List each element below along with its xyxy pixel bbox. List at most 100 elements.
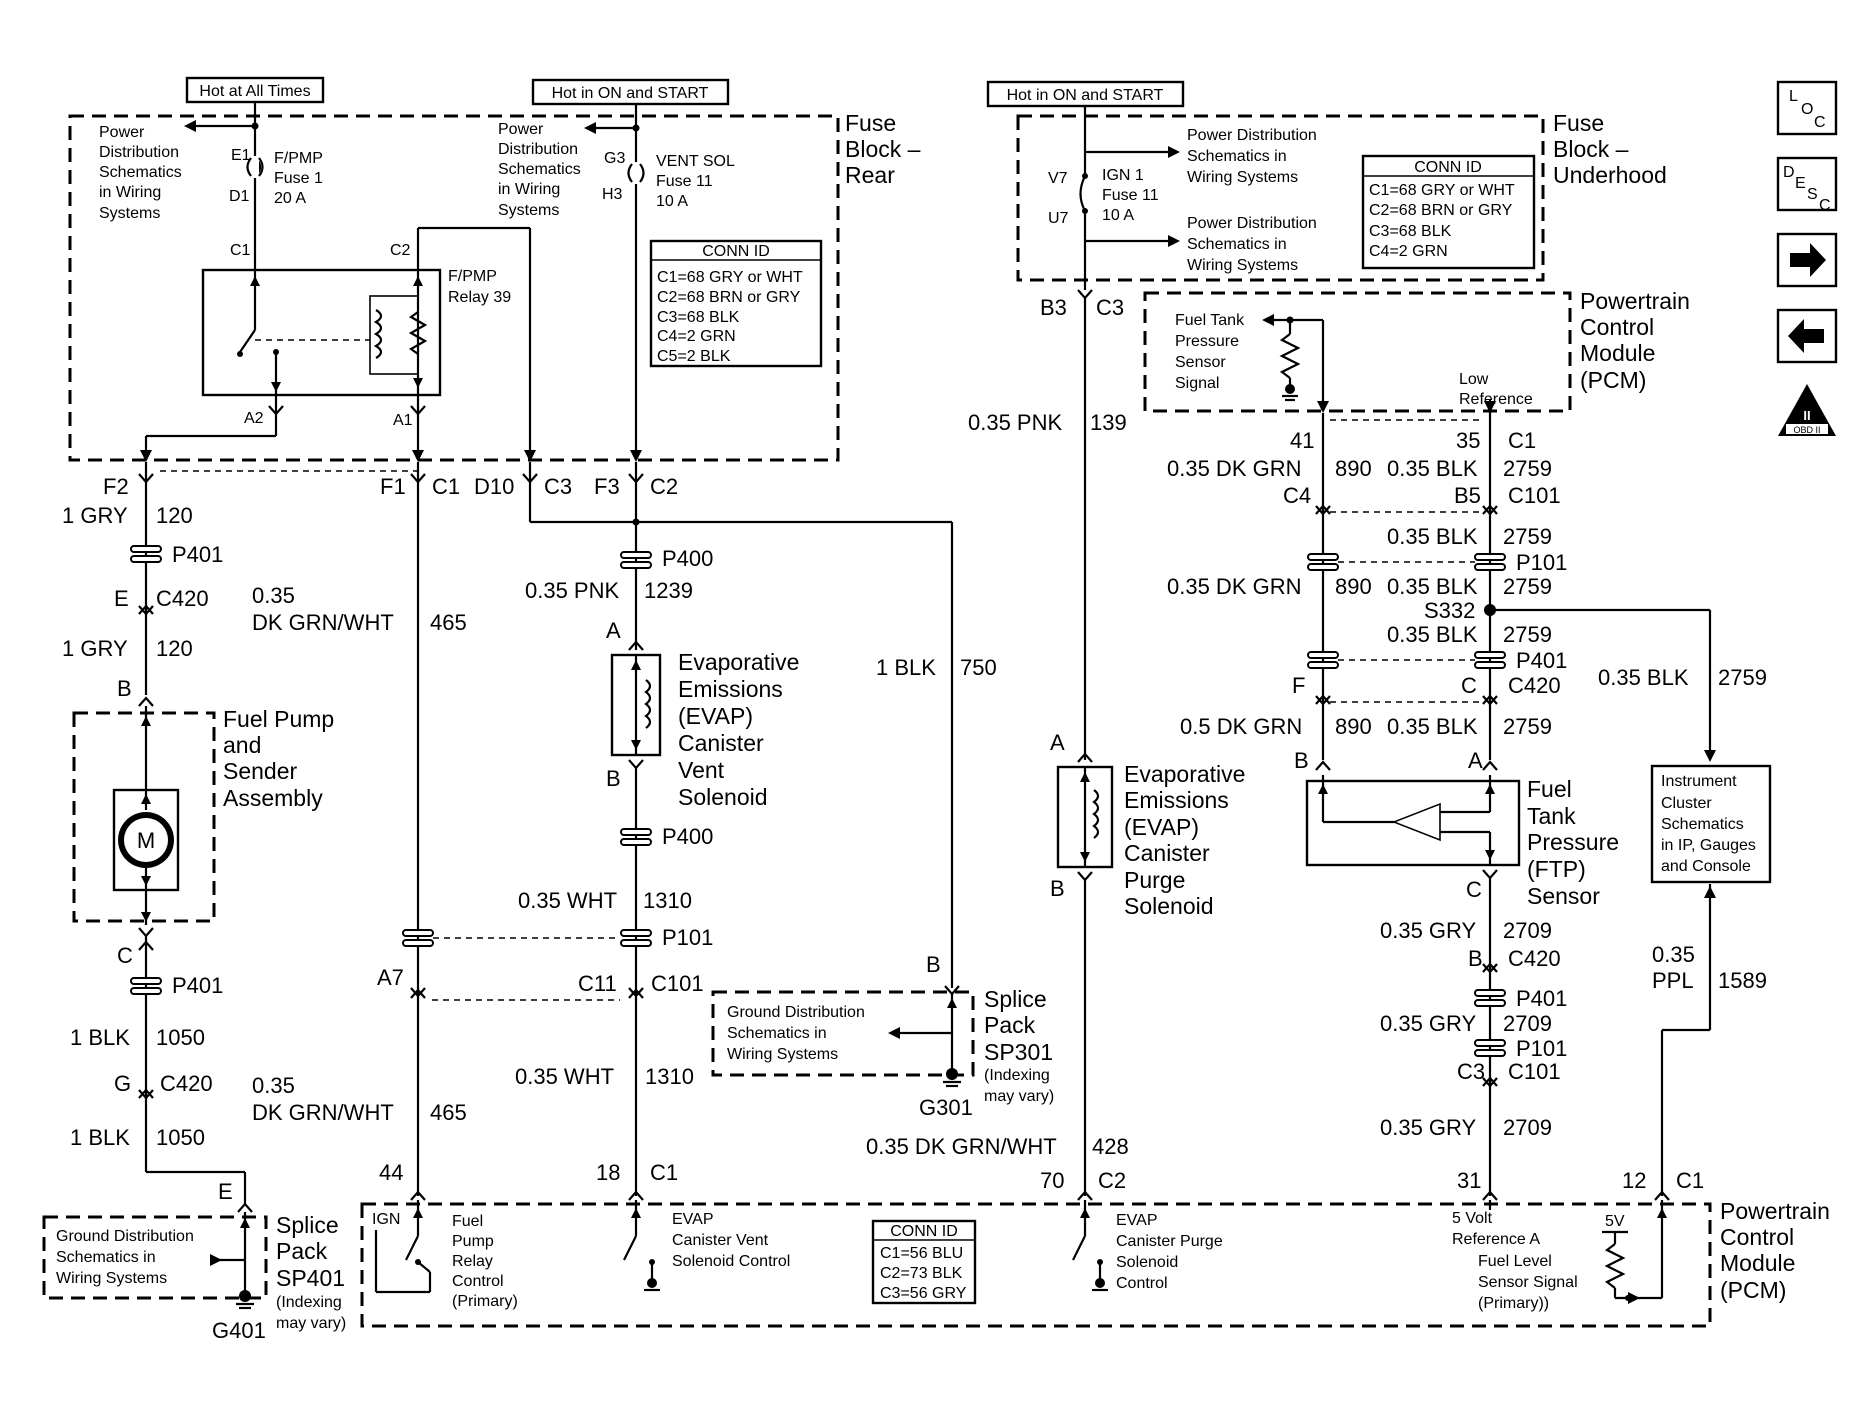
svg-text:SP301: SP301: [984, 1039, 1053, 1065]
svg-text:20 A: 20 A: [274, 190, 306, 207]
svg-text:EVAP: EVAP: [672, 1211, 714, 1228]
svg-text:Fuel Pump: Fuel Pump: [223, 706, 334, 732]
svg-text:P401: P401: [172, 973, 223, 998]
svg-text:Control: Control: [1580, 314, 1654, 340]
svg-text:Fuel Tank: Fuel Tank: [1175, 312, 1245, 329]
svg-text:Rear: Rear: [845, 162, 895, 188]
svg-text:Pressure: Pressure: [1527, 829, 1619, 855]
forward-button[interactable]: [1776, 232, 1838, 288]
svg-text:(EVAP): (EVAP): [678, 703, 753, 729]
sp401-title: Splice Pack SP401: [276, 1212, 345, 1291]
svg-text:Power: Power: [498, 121, 544, 138]
svg-text:IGN: IGN: [372, 1211, 400, 1228]
pcm-bottom-title: Powertrain Control Module (PCM): [1720, 1198, 1830, 1303]
svg-text:P400: P400: [662, 546, 713, 571]
sp301-dist-label: Ground Distribution Schematics in Wiring…: [727, 1004, 865, 1063]
svg-text:2709: 2709: [1503, 1115, 1552, 1140]
fuel-tank-signal-label: Fuel Tank Pressure Sensor Signal: [1175, 312, 1245, 392]
desc-button[interactable]: D E S C: [1776, 156, 1838, 214]
svg-text:31: 31: [1457, 1168, 1481, 1193]
vent-ctrl-label: EVAP Canister Vent Solenoid Control: [672, 1211, 790, 1270]
svg-text:Splice: Splice: [276, 1212, 339, 1238]
pull-up-resistor-icon: [1279, 333, 1301, 379]
fuel-pump-relay-ctrl-label: Fuel Pump Relay Control (Primary): [452, 1213, 518, 1310]
svg-text:Tank: Tank: [1527, 803, 1576, 829]
svg-text:0.35 PNK: 0.35 PNK: [968, 410, 1062, 435]
obd-ii-icon: II OBD II: [1778, 384, 1836, 436]
instrument-cluster-box: [1650, 764, 1772, 884]
evap-vent-label: Evaporative Emissions (EVAP) Canister Ve…: [678, 649, 799, 810]
svg-text:G301: G301: [919, 1095, 973, 1120]
svg-text:Evaporative: Evaporative: [678, 649, 799, 675]
svg-text:1310: 1310: [643, 888, 692, 913]
svg-text:Canister: Canister: [1124, 840, 1210, 866]
hot-on-start-label-2: Hot in ON and START: [1007, 87, 1164, 104]
svg-text:750: 750: [960, 655, 997, 680]
svg-text:C2=68 BRN or GRY: C2=68 BRN or GRY: [657, 289, 801, 306]
svg-text:P401: P401: [1516, 986, 1567, 1011]
svg-text:A7: A7: [377, 965, 404, 990]
svg-text:890: 890: [1335, 456, 1372, 481]
svg-text:Ground Distribution: Ground Distribution: [56, 1228, 194, 1245]
svg-text:Systems: Systems: [498, 202, 559, 219]
svg-text:Vent: Vent: [678, 757, 725, 783]
svg-text:Power Distribution: Power Distribution: [1187, 127, 1317, 144]
svg-text:F/PMP: F/PMP: [274, 150, 323, 167]
svg-text:C2=73 BLK: C2=73 BLK: [880, 1265, 963, 1282]
svg-text:Solenoid: Solenoid: [1124, 893, 1214, 919]
svg-text:B5: B5: [1454, 483, 1481, 508]
svg-text:D: D: [1783, 164, 1795, 181]
svg-text:Canister: Canister: [678, 730, 764, 756]
svg-text:IGN 1: IGN 1: [1102, 167, 1144, 184]
svg-text:Sensor: Sensor: [1527, 883, 1600, 909]
svg-text:and Console: and Console: [1661, 858, 1751, 875]
svg-text:C1=56 BLU: C1=56 BLU: [880, 1245, 963, 1262]
rear-conn-id-box: [649, 239, 823, 368]
svg-text:5 Volt: 5 Volt: [1452, 1210, 1493, 1227]
svg-text:C101: C101: [1508, 1059, 1561, 1084]
svg-text:C5=2 BLK: C5=2 BLK: [657, 348, 731, 365]
svg-text:44: 44: [379, 1160, 403, 1185]
hot-on-start-box-1: [531, 78, 730, 106]
fpmp-relay-box: [201, 268, 442, 397]
back-button[interactable]: [1776, 308, 1838, 364]
power-dist-text-2: Power Distribution Schematics in Wiring …: [498, 121, 581, 219]
relay-coil-icon: [373, 309, 383, 359]
loc-button[interactable]: L O C: [1776, 80, 1838, 136]
svg-text:H3: H3: [602, 186, 623, 203]
svg-text:(Indexing: (Indexing: [276, 1294, 342, 1311]
ftp-amplifier-icon: [1391, 802, 1441, 842]
p101-connector-3: [1307, 553, 1506, 571]
svg-text:C4: C4: [1283, 483, 1311, 508]
back-arrow-icon: [1788, 319, 1824, 353]
svg-text:in Wiring: in Wiring: [99, 184, 161, 201]
svg-text:Distribution: Distribution: [498, 141, 578, 158]
svg-text:P401: P401: [172, 542, 223, 567]
svg-text:may vary): may vary): [276, 1315, 346, 1332]
svg-text:C420: C420: [1508, 673, 1561, 698]
svg-text:C101: C101: [651, 971, 704, 996]
svg-text:Powertrain: Powertrain: [1580, 288, 1690, 314]
svg-text:1050: 1050: [156, 1025, 205, 1050]
svg-text:CONN ID: CONN ID: [702, 243, 770, 260]
purge-ctrl-switch-icon: [1072, 1235, 1086, 1261]
svg-text:C420: C420: [160, 1071, 213, 1096]
svg-text:Distribution: Distribution: [99, 144, 179, 161]
svg-text:0.35 BLK: 0.35 BLK: [1387, 456, 1478, 481]
svg-text:0.35 DK GRN: 0.35 DK GRN: [1167, 456, 1302, 481]
svg-text:Schematics: Schematics: [99, 164, 182, 181]
svg-text:Control: Control: [1720, 1224, 1794, 1250]
svg-text:18: 18: [596, 1160, 620, 1185]
svg-text:465: 465: [430, 610, 467, 635]
svg-text:Signal: Signal: [1175, 375, 1219, 392]
svg-text:(PCM): (PCM): [1580, 367, 1646, 393]
svg-text:Pump: Pump: [452, 1233, 494, 1250]
svg-text:2759: 2759: [1503, 574, 1552, 599]
svg-text:C11: C11: [578, 971, 617, 996]
svg-text:Ground Distribution: Ground Distribution: [727, 1004, 865, 1021]
sp301-note: (Indexing may vary): [984, 1067, 1054, 1105]
svg-text:C1: C1: [432, 474, 460, 499]
svg-text:890: 890: [1335, 714, 1372, 739]
p400-connector-2: [620, 828, 652, 846]
svg-text:Reference: Reference: [1459, 391, 1533, 408]
